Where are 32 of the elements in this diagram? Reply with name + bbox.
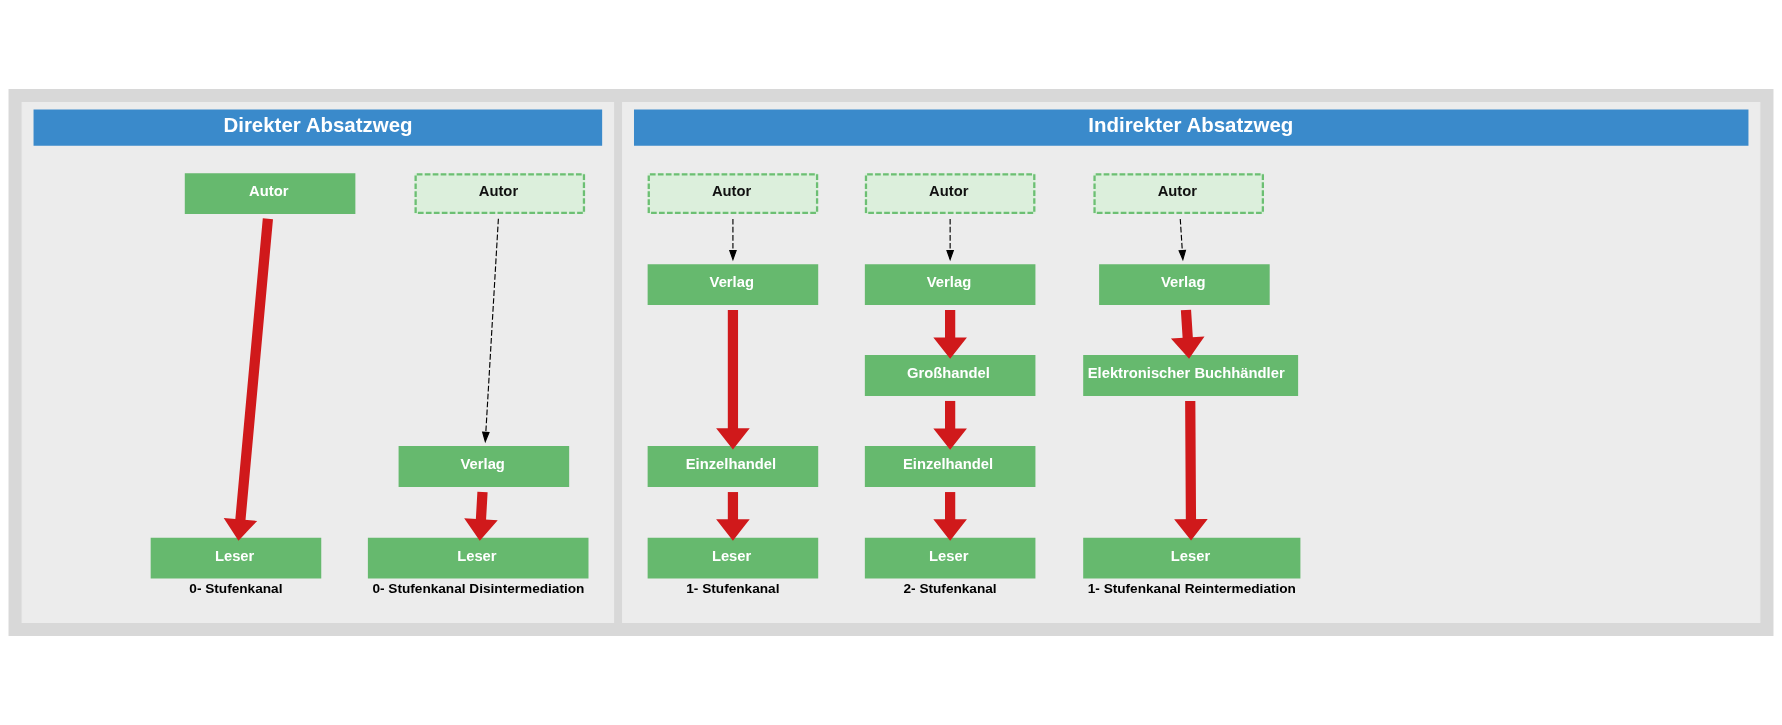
node-box: Verlag [1099, 264, 1270, 306]
node-box: Leser [367, 537, 589, 579]
arrow [946, 218, 955, 262]
arrow [481, 218, 499, 444]
arrow [716, 492, 750, 541]
arrow [716, 309, 750, 450]
node-box: Leser [647, 537, 819, 579]
node-box: Verlag [647, 264, 819, 306]
node-label: 0- Stufenkanal [189, 580, 283, 596]
arrow [1174, 400, 1208, 541]
arrow [1170, 309, 1205, 359]
node-box: Großhandel [864, 355, 1036, 397]
node-box: Einzelhandel [864, 446, 1036, 487]
arrow [933, 492, 967, 541]
node-box: Einzelhandel [647, 446, 819, 487]
node-label: 1- Stufenkanal [686, 580, 780, 596]
node-label: 1- Stufenkanal Reintermediation [1087, 580, 1296, 596]
node-box: Autor [184, 173, 356, 215]
node-box: Verlag [398, 446, 570, 487]
arrow [933, 309, 967, 359]
node-label: 2- Stufenkanal [903, 580, 997, 596]
node-box: Leser [1083, 537, 1301, 579]
node-box: Verlag [864, 264, 1036, 306]
arrow [933, 400, 967, 450]
arrow [464, 491, 498, 541]
arrow [1178, 218, 1187, 262]
node-label: 0- Stufenkanal Disintermediation [372, 580, 585, 596]
node-box: Leser [864, 537, 1036, 579]
node-box: Elektronischer Buchhändler [1083, 355, 1299, 397]
arrow [223, 218, 273, 541]
arrow [728, 218, 737, 262]
node-box: Leser [150, 537, 322, 579]
